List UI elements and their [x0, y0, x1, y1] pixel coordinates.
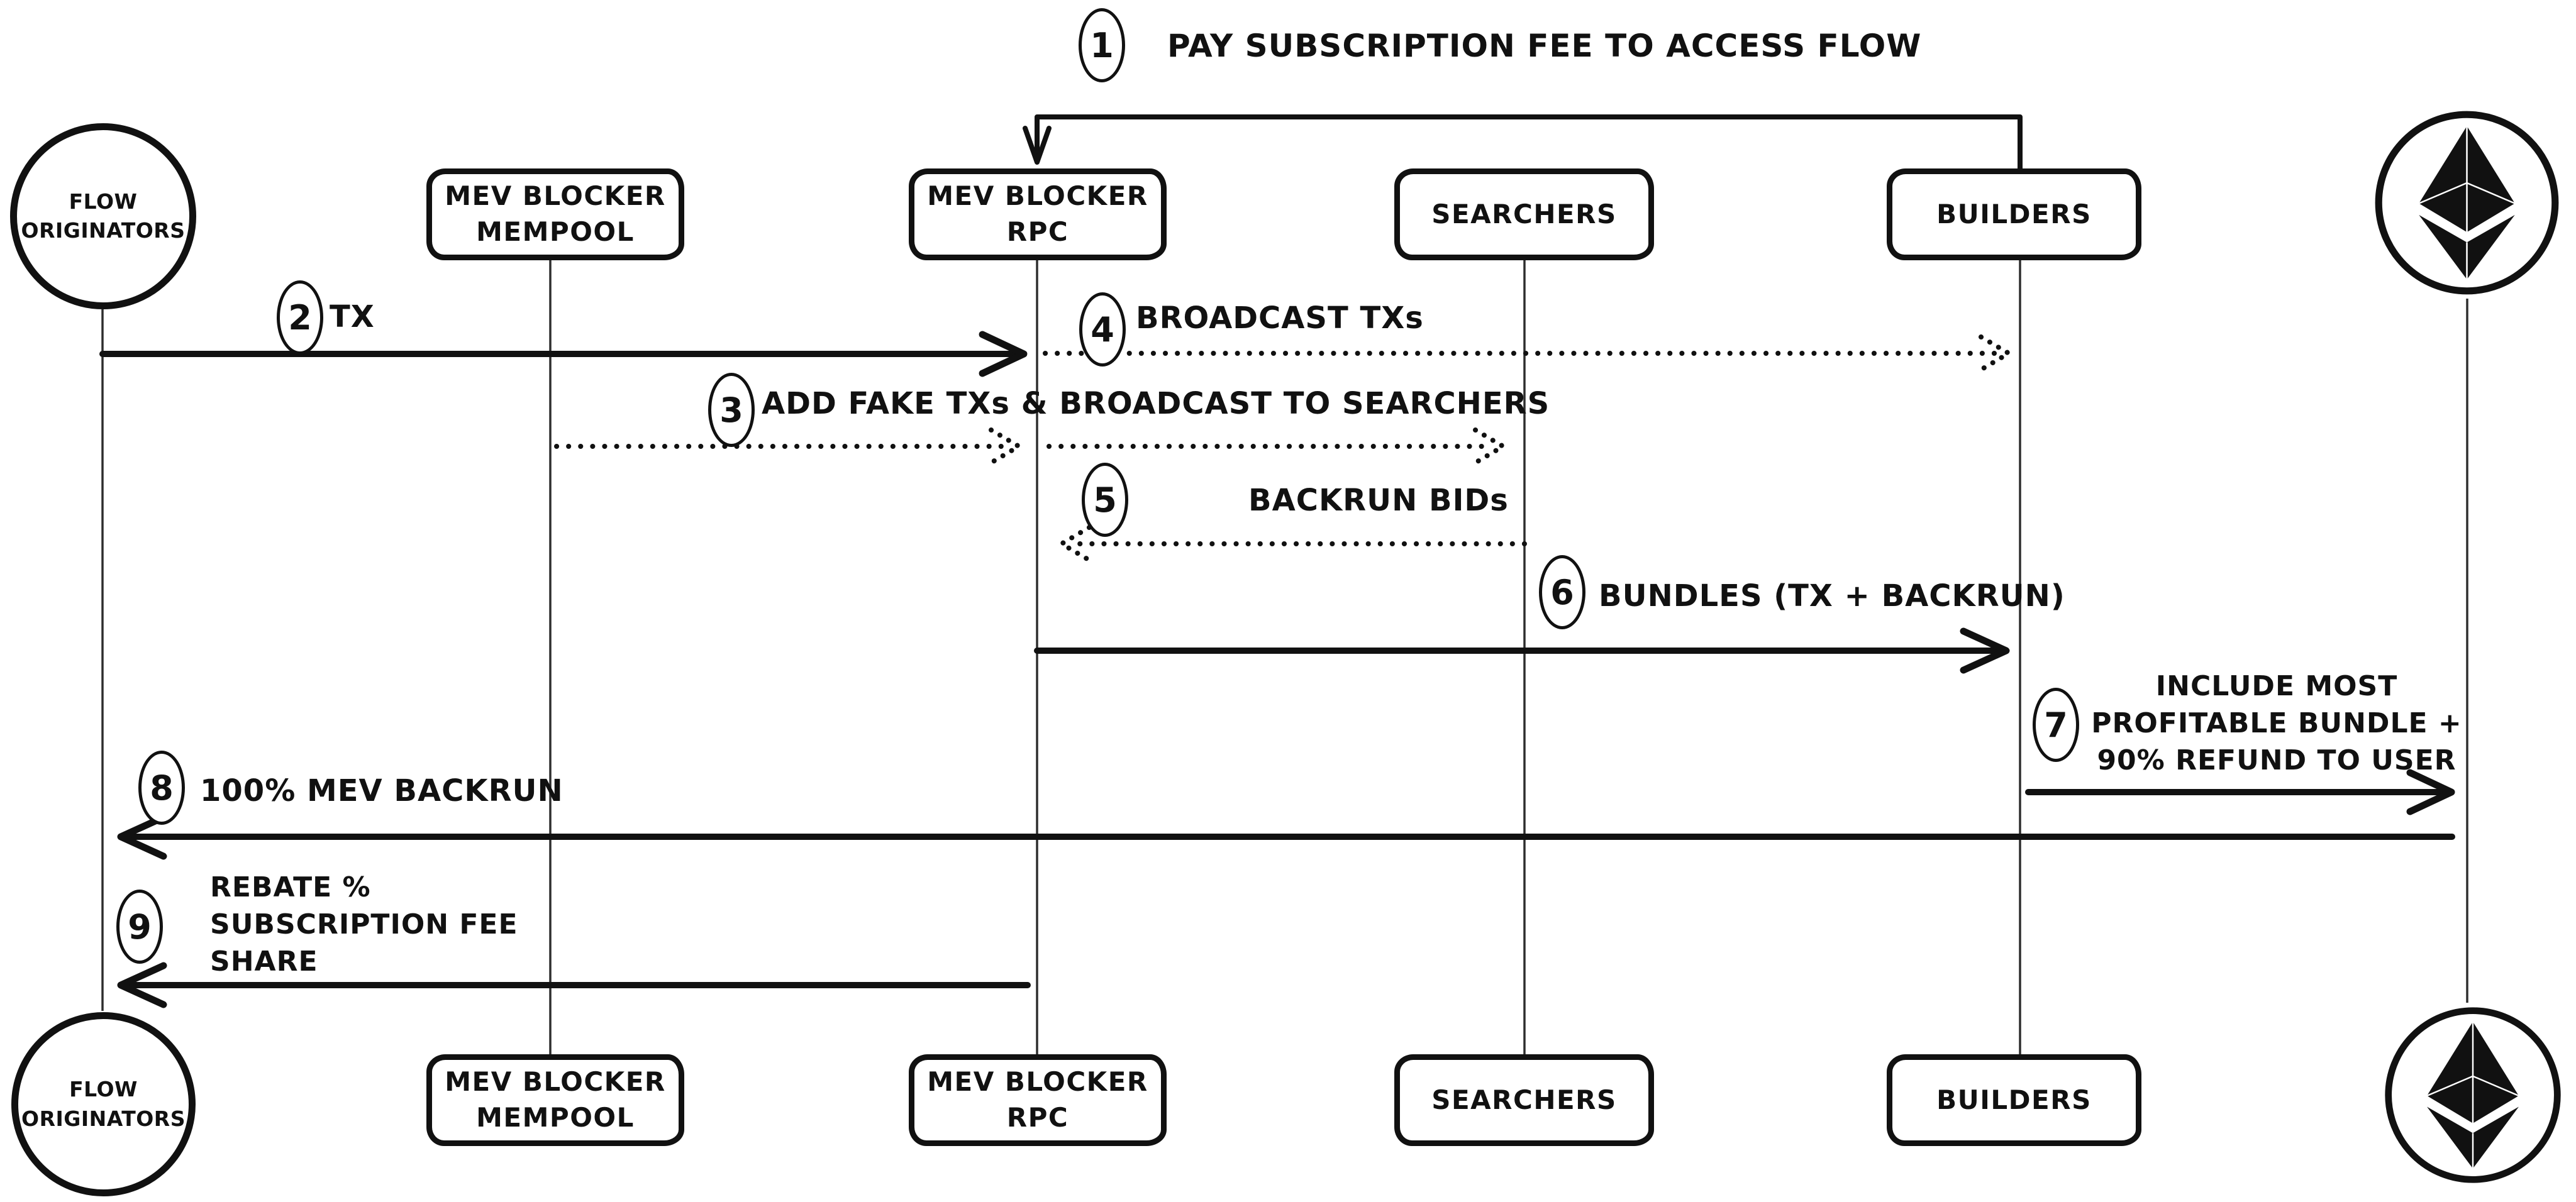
step-9-badge: 9	[116, 890, 163, 964]
actor-mev-blocker-rpc-top: MEV BLOCKER RPC	[909, 168, 1167, 260]
actor-builders-bottom: BUILDERS	[1887, 1054, 2141, 1146]
actor-label: MEV BLOCKER MEMPOOL	[445, 180, 666, 247]
actor-ethereum-top	[2371, 107, 2563, 299]
actor-label: MEV BLOCKER RPC	[927, 1066, 1148, 1133]
step-1-badge: 1	[1079, 8, 1125, 82]
actor-label: FLOW ORIGINATORS	[21, 1077, 186, 1131]
step-5-badge: 5	[1082, 463, 1128, 537]
arrow-2-head	[979, 331, 1028, 377]
message-3-label: ADD FAKE TXs & BROADCAST TO SEARCHERS	[762, 386, 1550, 421]
actor-label: MEV BLOCKER RPC	[927, 180, 1148, 247]
actor-ethereum-bottom	[2381, 1003, 2565, 1187]
step-6-badge: 6	[1539, 555, 1585, 629]
step-4-badge: 4	[1079, 292, 1126, 367]
ethereum-logo-icon	[2375, 111, 2559, 295]
arrow-9-head	[117, 962, 167, 1008]
actor-searchers-bottom: SEARCHERS	[1394, 1054, 1654, 1146]
actor-label: BUILDERS	[1936, 1084, 2092, 1115]
message-9-label: REBATE % SUBSCRIPTION FEE SHARE	[210, 871, 518, 978]
actor-builders-top: BUILDERS	[1887, 168, 2141, 260]
step-3-badge: 3	[708, 373, 755, 447]
message-8-label: 100% MEV BACKRUN	[200, 773, 564, 808]
message-1-label: PAY SUBSCRIPTION FEE TO ACCESS FLOW	[1167, 28, 1922, 64]
message-2-label: TX	[330, 299, 375, 334]
ethereum-logo-icon	[2385, 1007, 2561, 1183]
arrow-6-head	[1960, 627, 2010, 674]
message-7-label: INCLUDE MOST PROFITABLE BUNDLE + 90% REF…	[2091, 670, 2462, 776]
arrow-5-head	[1059, 525, 1092, 563]
arrow-8-head	[117, 813, 167, 860]
actor-label: SEARCHERS	[1431, 198, 1617, 229]
actor-label: MEV BLOCKER MEMPOOL	[445, 1066, 666, 1133]
message-6-label: BUNDLES (TX + BACKRUN)	[1599, 578, 2065, 614]
step-8-badge: 8	[138, 751, 185, 825]
arrow-1-line	[1035, 114, 2023, 172]
actor-flow-originators-top: FLOW ORIGINATORS	[10, 123, 196, 309]
step-7-badge: 7	[2033, 688, 2079, 762]
step-2-badge: 2	[277, 280, 323, 355]
actor-mev-blocker-rpc-bottom: MEV BLOCKER RPC	[909, 1054, 1167, 1146]
actor-label: SEARCHERS	[1431, 1084, 1617, 1115]
actor-searchers-top: SEARCHERS	[1394, 168, 1654, 260]
arrow-4-head	[1979, 334, 2011, 372]
actor-mev-blocker-mempool-top: MEV BLOCKER MEMPOOL	[426, 168, 684, 260]
arrow-3-head-b	[1473, 427, 1506, 465]
actor-flow-originators-bottom: FLOW ORIGINATORS	[11, 1012, 196, 1196]
arrow-7-head	[2406, 769, 2455, 815]
message-5-label: BACKRUN BIDs	[1248, 483, 1509, 518]
message-4-label: BROADCAST TXs	[1136, 300, 1424, 336]
arrow-3-head-a	[989, 427, 1021, 465]
actor-mev-blocker-mempool-bottom: MEV BLOCKER MEMPOOL	[426, 1054, 684, 1146]
actor-label: FLOW ORIGINATORS	[21, 189, 186, 243]
actor-label: BUILDERS	[1936, 198, 2092, 229]
arrow-1-head	[1023, 126, 1052, 165]
